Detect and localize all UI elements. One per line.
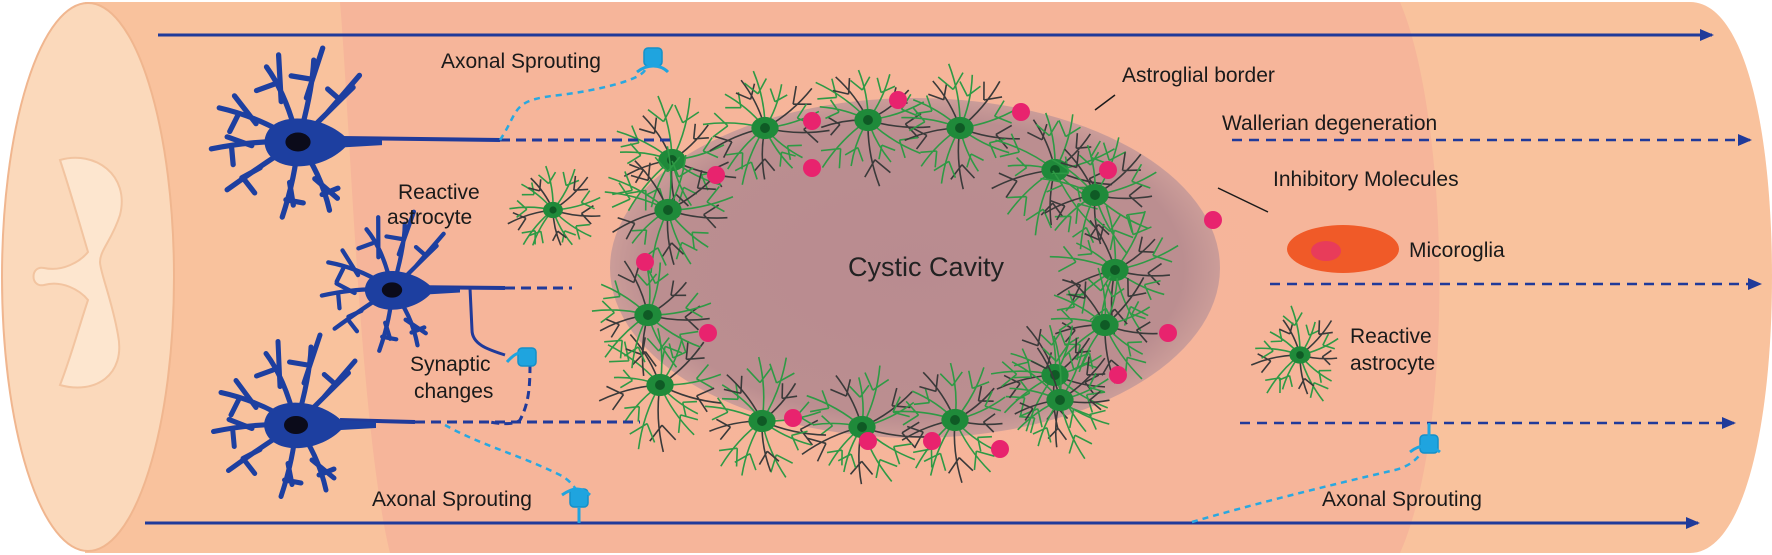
astroglial-border-astrocyte	[901, 63, 1020, 190]
inhibitory-molecule-group	[636, 91, 1222, 458]
label-reactive-astrocyte-right-2: astrocyte	[1350, 352, 1435, 375]
synaptic-branch-dashed	[489, 364, 532, 426]
inhibitory-molecule	[859, 432, 877, 450]
astroglial-border-astrocyte	[598, 328, 722, 453]
reactive-astrocyte-left	[507, 165, 601, 246]
label-wallerian-degeneration: Wallerian degeneration	[1222, 112, 1437, 135]
inhibitory-molecule	[889, 91, 907, 109]
reactive-astrocyte-right	[1250, 305, 1339, 402]
inhibitory-molecule	[991, 440, 1009, 458]
sprout-terminals	[505, 47, 1441, 523]
label-microglia: Micoroglia	[1409, 239, 1505, 262]
axonal-sprouts	[444, 69, 1421, 524]
synaptic-branch	[468, 287, 506, 357]
severed-axon-ends	[415, 138, 672, 424]
astroglial-border-astrocyte	[591, 260, 712, 377]
neuron-middle	[319, 209, 460, 353]
neuron-group	[208, 45, 460, 499]
neuron-bottom	[211, 332, 376, 499]
astroglial-border-astrocyte	[604, 146, 734, 273]
label-axonal-sprouting-bottom-right: Axonal Sprouting	[1322, 488, 1482, 511]
microglia-nucleus	[1311, 241, 1341, 261]
label-reactive-astrocyte-left-2: astrocyte	[387, 206, 472, 229]
astroglial-border-astrocyte	[894, 362, 1006, 483]
inhibitory-molecule	[803, 112, 821, 130]
inhibitory-molecule	[1159, 324, 1177, 342]
inhibitory-leader-line	[1217, 187, 1269, 213]
label-inhibitory-molecules: Inhibitory Molecules	[1273, 168, 1459, 191]
astroglial-border-astrocyte	[702, 70, 830, 185]
label-axonal-sprouting-bottom-left: Axonal Sprouting	[372, 488, 532, 511]
label-cystic-cavity: Cystic Cavity	[848, 252, 1005, 282]
inhibitory-molecule	[784, 409, 802, 427]
inhibitory-molecule	[1109, 366, 1127, 384]
astroglial-leader-line	[1094, 94, 1116, 111]
label-synaptic-changes-2: changes	[414, 380, 493, 403]
gray-matter	[32, 156, 123, 389]
label-axonal-sprouting-top: Axonal Sprouting	[441, 50, 601, 73]
label-reactive-astrocyte-left-1: Reactive	[398, 181, 480, 204]
inhibitory-molecule	[803, 159, 821, 177]
inhibitory-molecule	[1204, 211, 1222, 229]
astroglial-border-astrocyte	[990, 324, 1109, 433]
label-reactive-astrocyte-right-1: Reactive	[1350, 325, 1432, 348]
inhibitory-molecule	[923, 432, 941, 450]
astroglial-border-astrocyte	[1009, 335, 1110, 460]
label-synaptic-changes-1: Synaptic	[410, 353, 491, 376]
astrocyte-group	[507, 63, 1339, 485]
microglia-cell	[1287, 225, 1399, 273]
astroglial-border-astrocyte	[801, 365, 929, 485]
inhibitory-molecule	[1012, 103, 1030, 121]
astroglial-border-astrocyte	[705, 356, 827, 478]
inhibitory-molecule	[707, 166, 725, 184]
label-astroglial-border: Astroglial border	[1122, 64, 1275, 87]
inhibitory-molecule	[1099, 161, 1117, 179]
inhibitory-molecule	[636, 253, 654, 271]
inhibitory-molecule	[699, 324, 717, 342]
neuron-top	[208, 45, 382, 220]
